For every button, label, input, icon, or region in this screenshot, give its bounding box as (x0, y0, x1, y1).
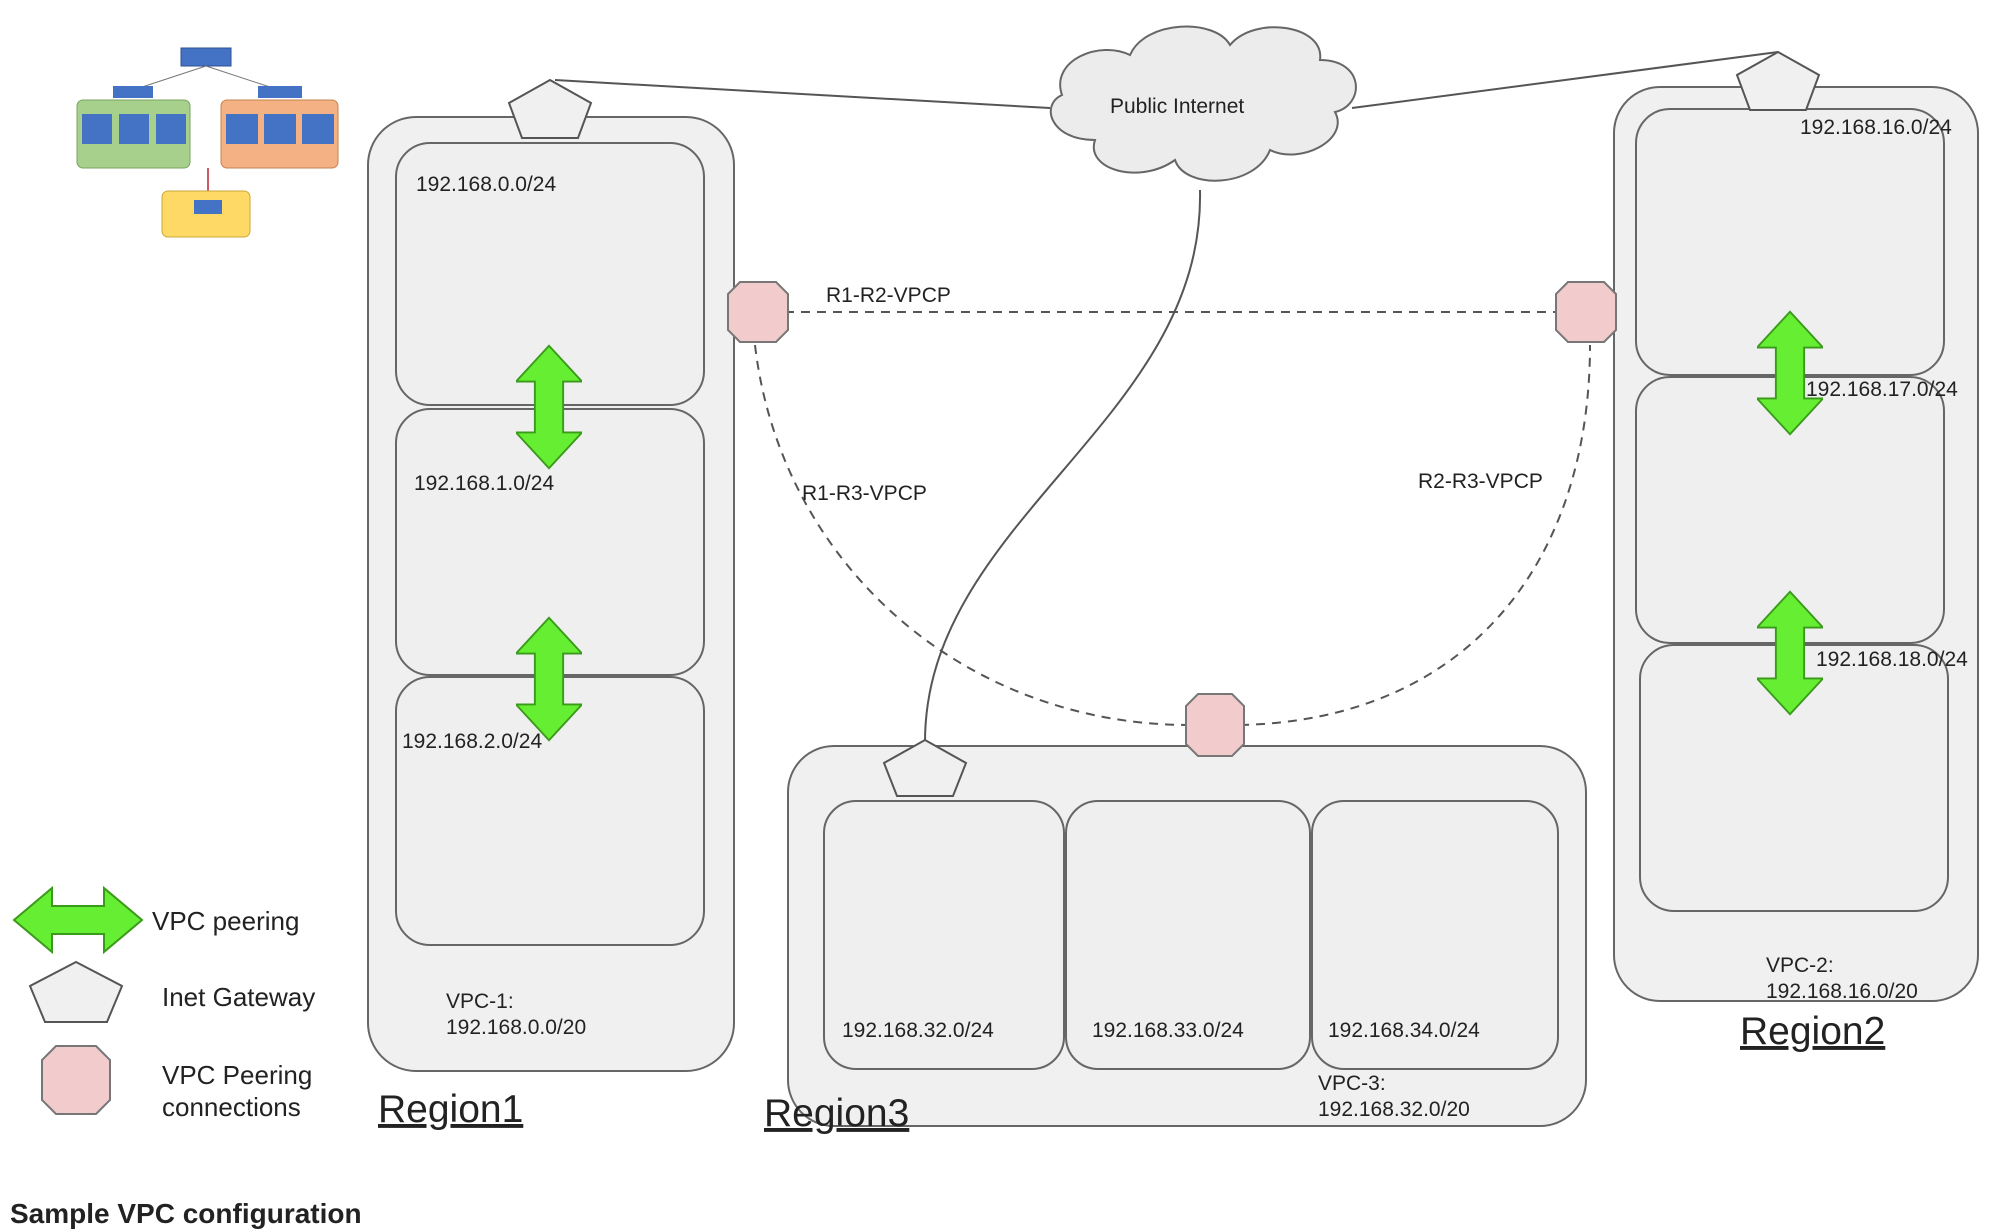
region2-subnet-2-label: 192.168.18.0/24 (1816, 648, 1968, 671)
region2-subnet-1-label: 192.168.17.0/24 (1806, 378, 1958, 401)
r2-r3-link-label: R2-R3-VPCP (1418, 470, 1543, 493)
region2-gateway-icon (1735, 50, 1821, 111)
public-internet-cloud: Public Internet (1049, 25, 1357, 182)
legend: VPC peering Inet Gateway VPC Peering con… (12, 885, 315, 1122)
region3-vpc-label-line1: VPC-3: (1318, 1072, 1386, 1095)
region3-subnet-2-label: 192.168.34.0/24 (1328, 1019, 1480, 1042)
region2-vpc-label-line2: 192.168.16.0/20 (1766, 980, 1918, 1003)
thumbnail-diagram (76, 47, 339, 238)
region1-subnet-1-label: 192.168.1.0/24 (414, 472, 554, 495)
region1-subnet-2-label: 192.168.2.0/24 (402, 730, 542, 753)
region3-vpc: 192.168.32.0/24 192.168.33.0/24 192.168.… (764, 745, 1587, 1135)
legend-peering-arrow-icon (12, 885, 144, 955)
region3-name: Region3 (764, 1092, 909, 1135)
region2-vpc: 192.168.16.0/24 192.168.17.0/24 192.168.… (1613, 86, 1979, 1053)
r1-r3-link-label: R1-R3-VPCP (802, 482, 927, 505)
region3-gateway-icon (882, 738, 968, 797)
region3-vpc-label-line2: 192.168.32.0/20 (1318, 1098, 1470, 1121)
region3-subnet-0-label: 192.168.32.0/24 (842, 1019, 994, 1042)
legend-connection-icon (41, 1045, 111, 1115)
legend-connections-label-line2: connections (162, 1092, 301, 1122)
internet-label: Public Internet (1110, 95, 1244, 118)
region1-vpc: 192.168.0.0/24 192.168.1.0/24 192.168.2.… (367, 116, 735, 1131)
region3-subnet-1-label: 192.168.33.0/24 (1092, 1019, 1244, 1042)
region1-vpc-label-line2: 192.168.0.0/20 (446, 1016, 586, 1039)
figure-caption: Sample VPC configuration (10, 1198, 362, 1229)
region1-vpc-label-line1: VPC-1: (446, 990, 514, 1013)
region3-subnet-2 (1311, 800, 1559, 1070)
legend-peering-label: VPC peering (152, 906, 299, 936)
region3-subnet-1 (1065, 800, 1311, 1070)
region1-gateway-icon (507, 78, 593, 139)
peering-links (754, 311, 1591, 726)
region3-peering-node-icon (1185, 693, 1245, 757)
legend-gateway-label: Inet Gateway (162, 982, 315, 1012)
region1-name: Region1 (378, 1088, 523, 1131)
legend-gateway-icon (28, 960, 124, 1023)
legend-connections-label-line1: VPC Peering (162, 1060, 312, 1090)
region2-subnet-0-label: 192.168.16.0/24 (1800, 116, 1952, 139)
region2-vpc-label-line1: VPC-2: (1766, 954, 1834, 977)
region3-subnet-0 (823, 800, 1065, 1070)
internet-links (554, 51, 1779, 743)
region2-peering-node-icon (1555, 281, 1617, 343)
region2-name: Region2 (1740, 1010, 1885, 1053)
region1-subnet-0-label: 192.168.0.0/24 (416, 173, 556, 196)
r1-r2-link-label: R1-R2-VPCP (826, 284, 951, 307)
region1-peering-node-icon (727, 281, 789, 343)
